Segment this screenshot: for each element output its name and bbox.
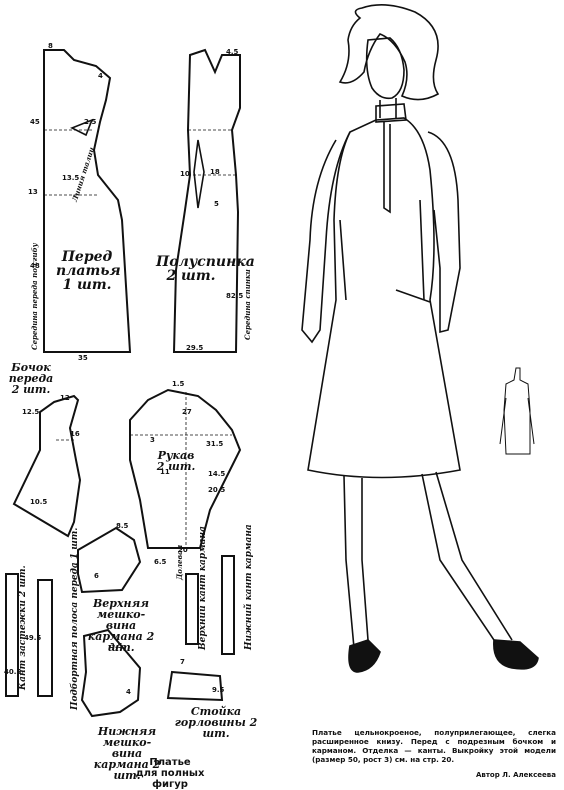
- hair: [338, 4, 440, 101]
- back-piece-label: Полуспинка 2 шт.: [156, 254, 255, 284]
- author-credit: Автор Л. Алексеева: [476, 771, 556, 779]
- measure: 7: [180, 658, 185, 666]
- measure: 4: [126, 688, 131, 696]
- page-title-line1: Платье: [149, 757, 191, 768]
- collar-outline: [166, 670, 224, 702]
- measure: 18: [210, 168, 220, 176]
- page-title: Платье для полных фигур: [120, 757, 220, 790]
- measure: 40.5: [4, 668, 22, 676]
- right-shoe: [493, 639, 539, 670]
- zip-piping-strip: [5, 573, 19, 697]
- lower-pocket-outline: [80, 628, 142, 718]
- back-center-line-label: Середина спинки: [243, 269, 252, 340]
- front-center-line-label: Середина переда по сгибу: [30, 243, 39, 350]
- side-front-outline: [12, 394, 82, 538]
- model-description: Платье цельнокроеное, полуприлегающее, с…: [312, 728, 556, 764]
- sleeve-label: Рукав 2 шт.: [156, 449, 196, 473]
- measure: 4: [98, 72, 103, 80]
- back-dart: [193, 139, 205, 209]
- measure: 5: [214, 200, 219, 208]
- measure: 49.5: [24, 634, 42, 642]
- measure: 13.5: [62, 174, 80, 182]
- back-view-thumbnail: [499, 367, 535, 455]
- upper-pocket-piping-strip: [185, 573, 199, 645]
- measure: 20: [178, 546, 188, 554]
- measure: 27: [182, 408, 192, 416]
- measure-front-height: 48: [30, 262, 40, 270]
- measure: 6: [94, 572, 99, 580]
- measure: 9.5: [212, 686, 225, 694]
- measure: 12.5: [22, 408, 40, 416]
- measure-back-height: 82.5: [226, 292, 244, 300]
- left-shoe: [348, 639, 381, 673]
- lower-pocket-label: Нижняя мешко-вина кармана 2 шт.: [93, 725, 161, 782]
- upper-pocket-outline: [77, 526, 142, 594]
- right-arm: [427, 131, 461, 334]
- measure: 20.5: [208, 486, 226, 494]
- front-piece-outline: [43, 49, 132, 353]
- right-leg: [421, 471, 513, 663]
- left-leg: [343, 475, 369, 665]
- lower-pocket-piping-strip: [221, 555, 235, 655]
- measure: 3.5: [110, 642, 123, 650]
- pocket-piping-label: Нижний кант кармана: [244, 524, 254, 650]
- zip-placket: [383, 122, 391, 214]
- measure: 31.5: [206, 440, 224, 448]
- measure: 45: [30, 118, 40, 126]
- upper-pocket-piping-label: Верхний кант кармана: [198, 526, 208, 650]
- measure: 8: [48, 42, 53, 50]
- measure: 8.5: [116, 522, 129, 530]
- measure: 2.5: [84, 118, 97, 126]
- page-title-line2: для полных фигур: [135, 768, 205, 790]
- measure: 12: [60, 394, 70, 402]
- measure: 4.5: [226, 48, 239, 56]
- face: [365, 37, 405, 100]
- facing-strip: [37, 579, 53, 697]
- facing-strip-label: Подбортная полоса переда 1 шт.: [70, 527, 80, 710]
- measure: 10: [180, 170, 190, 178]
- pocket-detail: [395, 289, 431, 303]
- side-front-label: Бочок переда 2 шт.: [8, 361, 54, 396]
- collar-label: Стойка горловины 2 шт.: [174, 705, 258, 740]
- measure: 14.5: [208, 470, 226, 478]
- left-arm: [301, 131, 351, 344]
- upper-pocket-label: Верхняя мешко-вина кармана 2 шт.: [87, 597, 155, 654]
- measure: 11: [160, 468, 170, 476]
- front-dart: [70, 118, 94, 137]
- dress-body: [307, 117, 461, 479]
- measure: 16: [70, 430, 80, 438]
- measure: 3: [150, 436, 155, 444]
- front-piece-label: Перед платья 1 шт.: [56, 249, 121, 293]
- sleeve-outline: [129, 388, 242, 549]
- measure-back-hem: 29.5: [186, 344, 204, 352]
- measure: 6.5: [154, 558, 167, 566]
- measure: 10.5: [30, 498, 48, 506]
- measure: 13: [28, 188, 38, 196]
- back-piece-outline: [172, 48, 241, 353]
- measure-front-width: 35: [78, 354, 88, 362]
- measure: 1.5: [172, 380, 185, 388]
